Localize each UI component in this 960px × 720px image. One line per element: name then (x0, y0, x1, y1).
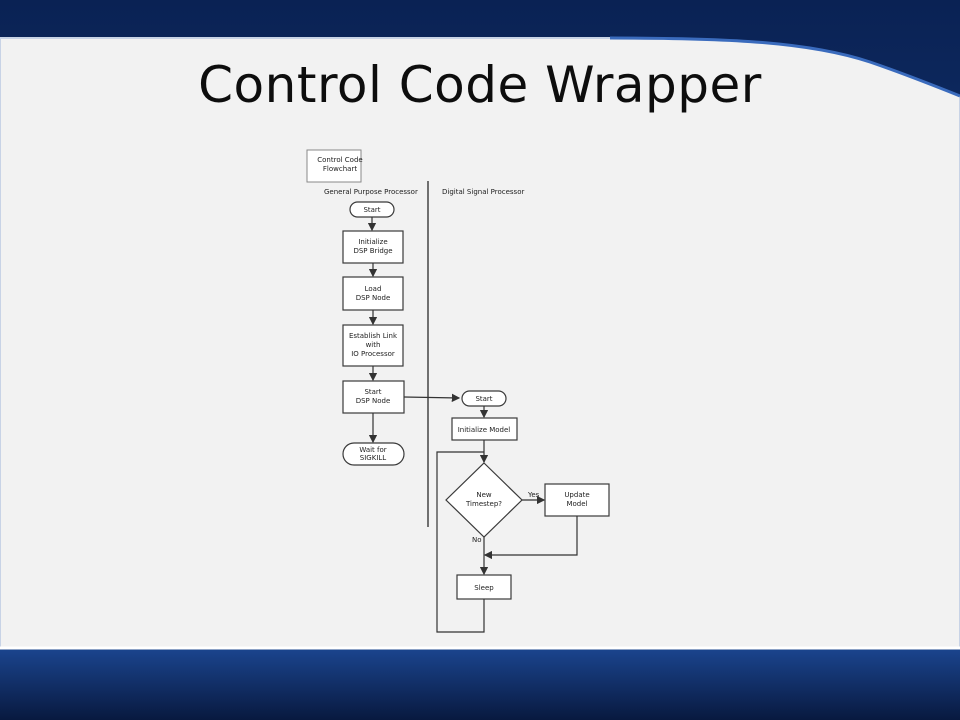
dsp-edges (436, 406, 578, 633)
gpp-edges (367, 217, 461, 444)
initialize-model-node: Initialize Model (451, 417, 518, 441)
lane-label-gpp: General Purpose Processor (324, 188, 418, 196)
dsp-start-node: Start (461, 390, 507, 407)
sleep-node: Sleep (456, 574, 512, 600)
gpp-start-node: Start (349, 201, 395, 218)
sleep-label: Sleep (474, 584, 494, 592)
slide-title: Control Code Wrapper (198, 56, 762, 114)
gpp-start-label: Start (363, 206, 380, 214)
initialize-model-label: Initialize Model (458, 426, 511, 434)
yes-edge-label: Yes (527, 491, 540, 499)
no-edge-label: No (472, 536, 482, 544)
dsp-start-label: Start (475, 395, 492, 403)
lane-label-dsp: Digital Signal Processor (442, 188, 524, 196)
